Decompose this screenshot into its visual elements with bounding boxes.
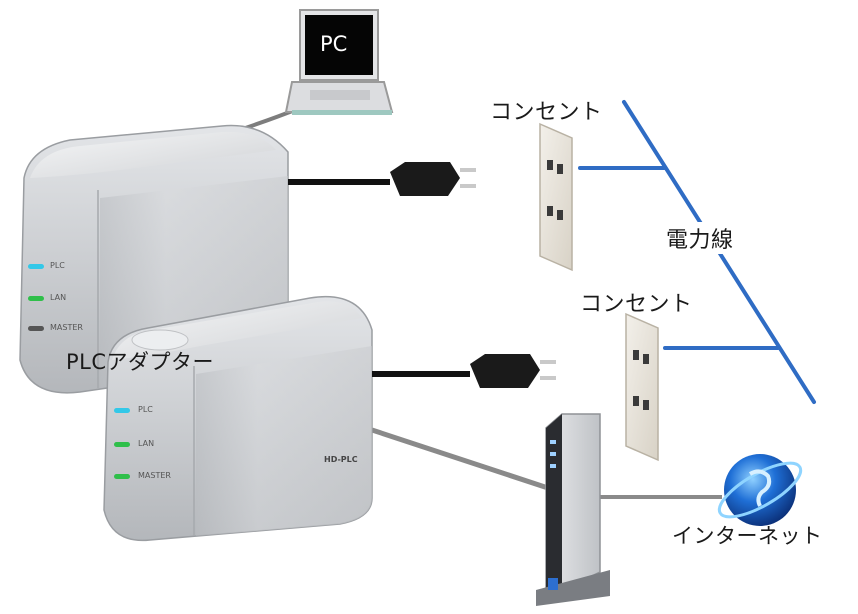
front-led-lan [114, 442, 130, 447]
power-plug-front [372, 354, 556, 388]
front-led-master-label: MASTER [138, 471, 171, 480]
front-led-plc [114, 408, 130, 413]
wall-outlet-top [539, 122, 573, 272]
back-led-master-label: MASTER [50, 323, 83, 332]
front-led-lan-label: LAN [138, 439, 155, 448]
power-plug-back [288, 162, 476, 196]
front-led-master [114, 474, 130, 479]
front-led-plc-label: PLC [138, 405, 153, 414]
wall-outlet-bottom [625, 312, 659, 462]
pc-laptop [284, 9, 394, 115]
power-line-label: 電力線 [664, 222, 736, 254]
outlet-bottom-label: コンセント [580, 292, 693, 317]
plc-adapter-front [103, 295, 373, 542]
back-led-master [28, 326, 44, 331]
brand-mark: HD-PLC [324, 455, 358, 464]
internet-globe [717, 454, 803, 526]
back-led-plc [28, 264, 44, 269]
router-lan-cable [371, 427, 549, 491]
pc-screen [305, 15, 373, 75]
front-top-button [131, 329, 189, 351]
back-led-lan [28, 296, 44, 301]
back-led-lan-label: LAN [50, 293, 67, 302]
back-led-plc-label: PLC [50, 261, 65, 270]
pc-label: PC [320, 32, 348, 56]
plc-adapter-label: PLCアダプター [66, 350, 215, 374]
outlet-top-label: コンセント [490, 100, 603, 125]
router [536, 413, 610, 606]
internet-label: インターネット [672, 524, 823, 548]
